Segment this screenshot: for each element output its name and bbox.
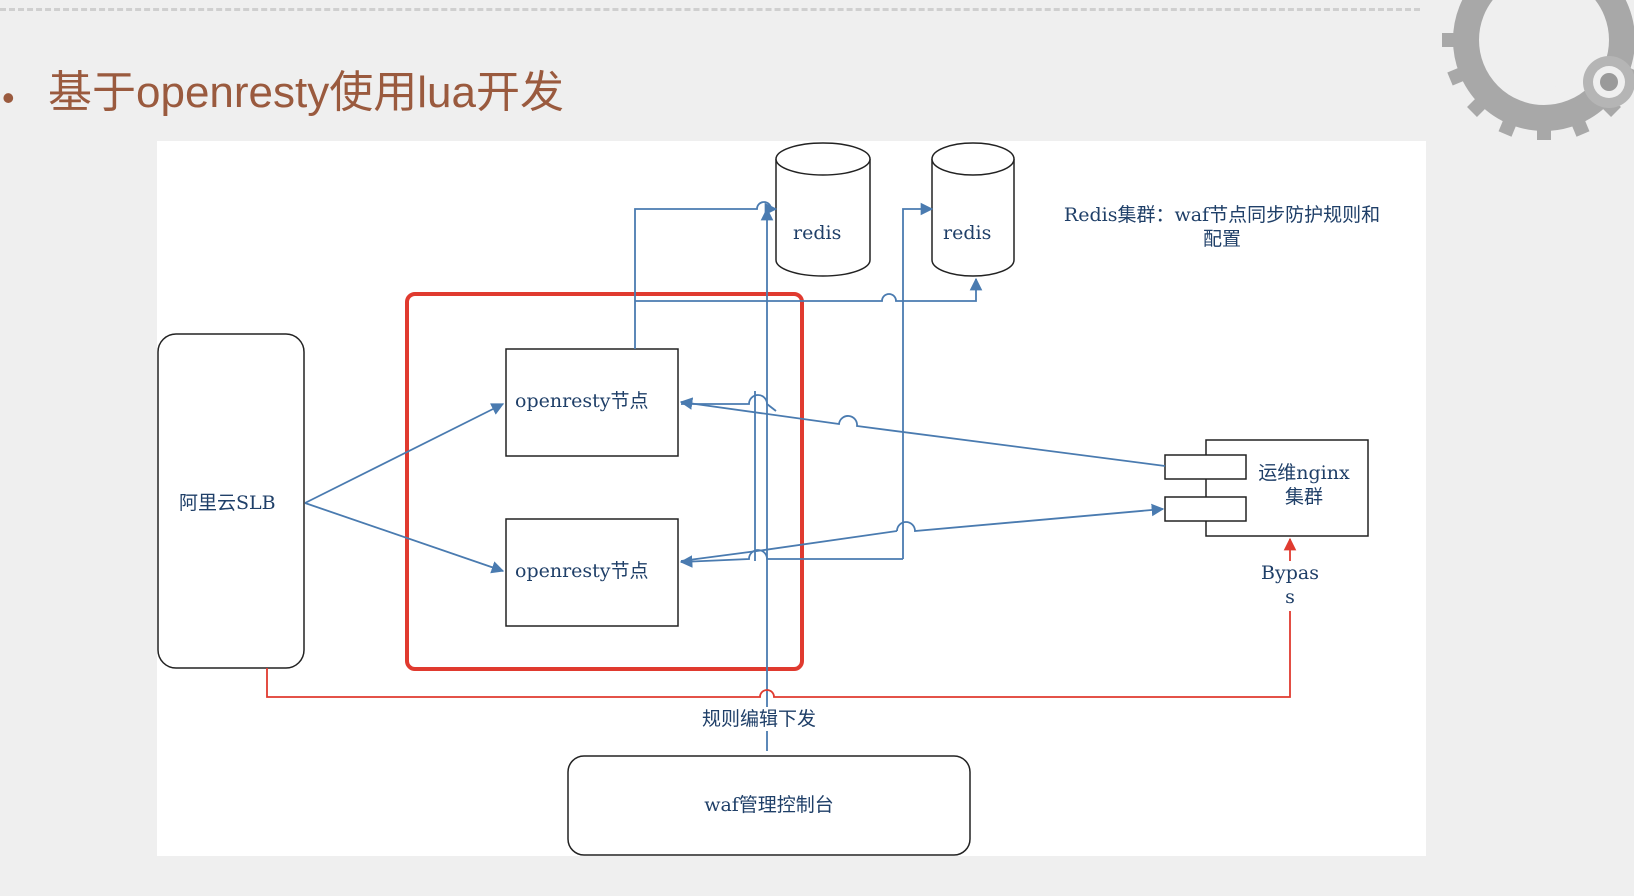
bypass-label-line-2: s xyxy=(1285,586,1295,608)
redis-2-label: redis xyxy=(943,222,992,244)
redis-2-cylinder xyxy=(931,142,1015,277)
bypass-lines xyxy=(266,537,1297,698)
redis-cluster-note: Redis集群：waf节点同步防护规则和 配置 xyxy=(1037,203,1407,251)
openresty-node-2-label: openresty节点 xyxy=(515,560,649,582)
waf-console-box xyxy=(567,755,971,856)
connector-lines xyxy=(304,201,1166,751)
top-dashed-divider xyxy=(0,8,1420,11)
openresty-node-1-box xyxy=(505,348,679,457)
slide-title: 基于openresty使用lua开发 xyxy=(48,68,564,117)
gear-icon xyxy=(1442,0,1634,140)
openresty-node-1-label: openresty节点 xyxy=(515,390,649,412)
slb-box xyxy=(157,333,305,669)
highlight-box xyxy=(405,292,804,671)
rule-push-label: 规则编辑下发 xyxy=(702,707,817,731)
ops-nginx-label: 运维nginx 集群 xyxy=(1249,461,1359,509)
diagram-graphics xyxy=(157,142,1369,856)
ops-nginx-port-2 xyxy=(1164,496,1247,522)
redis-1-cylinder xyxy=(775,142,871,277)
ops-nginx-label-line-2: 集群 xyxy=(1284,486,1323,508)
redis-1-label: redis xyxy=(793,222,842,244)
slide-bullet: • xyxy=(2,77,15,118)
redis-cluster-note-line-1: Redis集群：waf节点同步防护规则和 xyxy=(1063,204,1381,226)
ops-nginx-label-line-1: 运维nginx xyxy=(1258,462,1350,484)
openresty-node-2-box xyxy=(505,518,679,627)
architecture-diagram: 阿里云SLB openresty节点 openresty节点 redis red… xyxy=(157,141,1426,856)
redis-cluster-note-line-2: 配置 xyxy=(1202,228,1241,250)
bypass-label-line-1: Bypas xyxy=(1261,562,1319,584)
bypass-label: Bypas s xyxy=(1245,561,1335,609)
slb-label: 阿里云SLB xyxy=(179,492,276,514)
ops-nginx-port-1 xyxy=(1164,454,1247,480)
waf-console-label: waf管理控制台 xyxy=(704,794,834,816)
